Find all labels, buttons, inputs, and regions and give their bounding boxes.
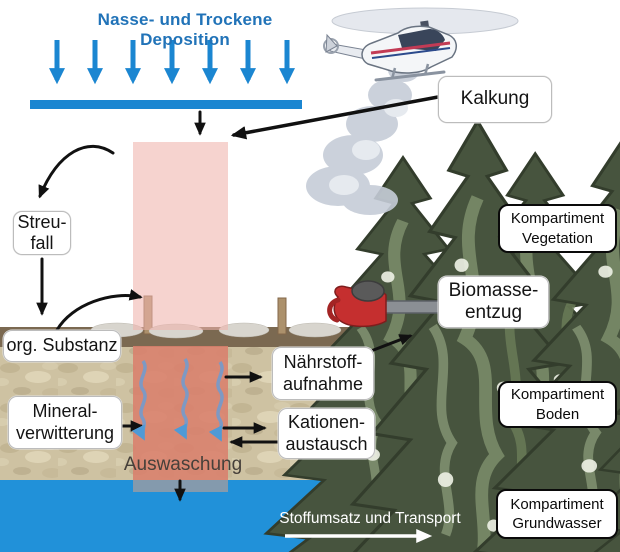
helicopter-icon [323,7,519,82]
kompartiment-boden-text: Kompartiment Boden [510,386,605,423]
flow-arrows [36,95,440,502]
kompartiment-grundwasser-box: Kompartiment Grundwasser [496,489,618,539]
auswaschung-label: Auswaschung [123,454,243,475]
mineralverwitterung-label: Mineral- verwitterung [8,396,122,449]
stoffumsatz-label: Stoffumsatz und Transport [279,510,461,527]
kompartiment-boden-box: Kompartiment Boden [498,381,617,428]
naehrstoffaufnahme-label: Nährstoff- aufnahme [272,347,374,400]
kompartiment-vegetation-box: Kompartiment Vegetation [498,204,617,253]
streufall-label: Streu- fall [13,211,71,255]
kalkung-label: Kalkung [438,76,552,123]
naehrstoff-to-root-arrow [369,334,413,353]
kalkung-label-text: Kalkung [460,88,530,110]
kationenaustausch-label-text: Kationen- austausch [285,412,368,454]
kompartiment-vegetation-text: Kompartiment Vegetation [510,210,605,247]
kompartiment-grundwasser-text: Kompartiment Grundwasser [510,495,604,533]
diagram-title: Nasse- und Trockene Deposition [97,10,273,49]
biomasseentzug-label: Biomasse- entzug [438,276,549,328]
org-substanz-label: org. Substanz [3,330,121,362]
naehrstoffaufnahme-label-text: Nährstoff- aufnahme [282,352,364,394]
kalkung-arrow [230,95,440,140]
deposition-arrows [49,40,295,85]
chainsaw-icon [327,280,447,328]
highlight-column-canopy [133,142,228,330]
org-substanz-label-text: org. Substanz [6,335,118,356]
streufall-label-text: Streu- fall [17,211,67,253]
orgsubstanz-to-root-arrow [55,289,143,332]
leaching-wavy-arrows [131,357,224,442]
kationenaustausch-label: Kationen- austausch [278,408,375,459]
biomasseentzug-label-text: Biomasse- entzug [448,279,539,323]
canopy-to-streufall-arrow [38,144,115,199]
deposition-bar [30,100,302,109]
mineralverwitterung-label-text: Mineral- verwitterung [15,401,115,443]
leaching-zone-soil [133,346,228,480]
